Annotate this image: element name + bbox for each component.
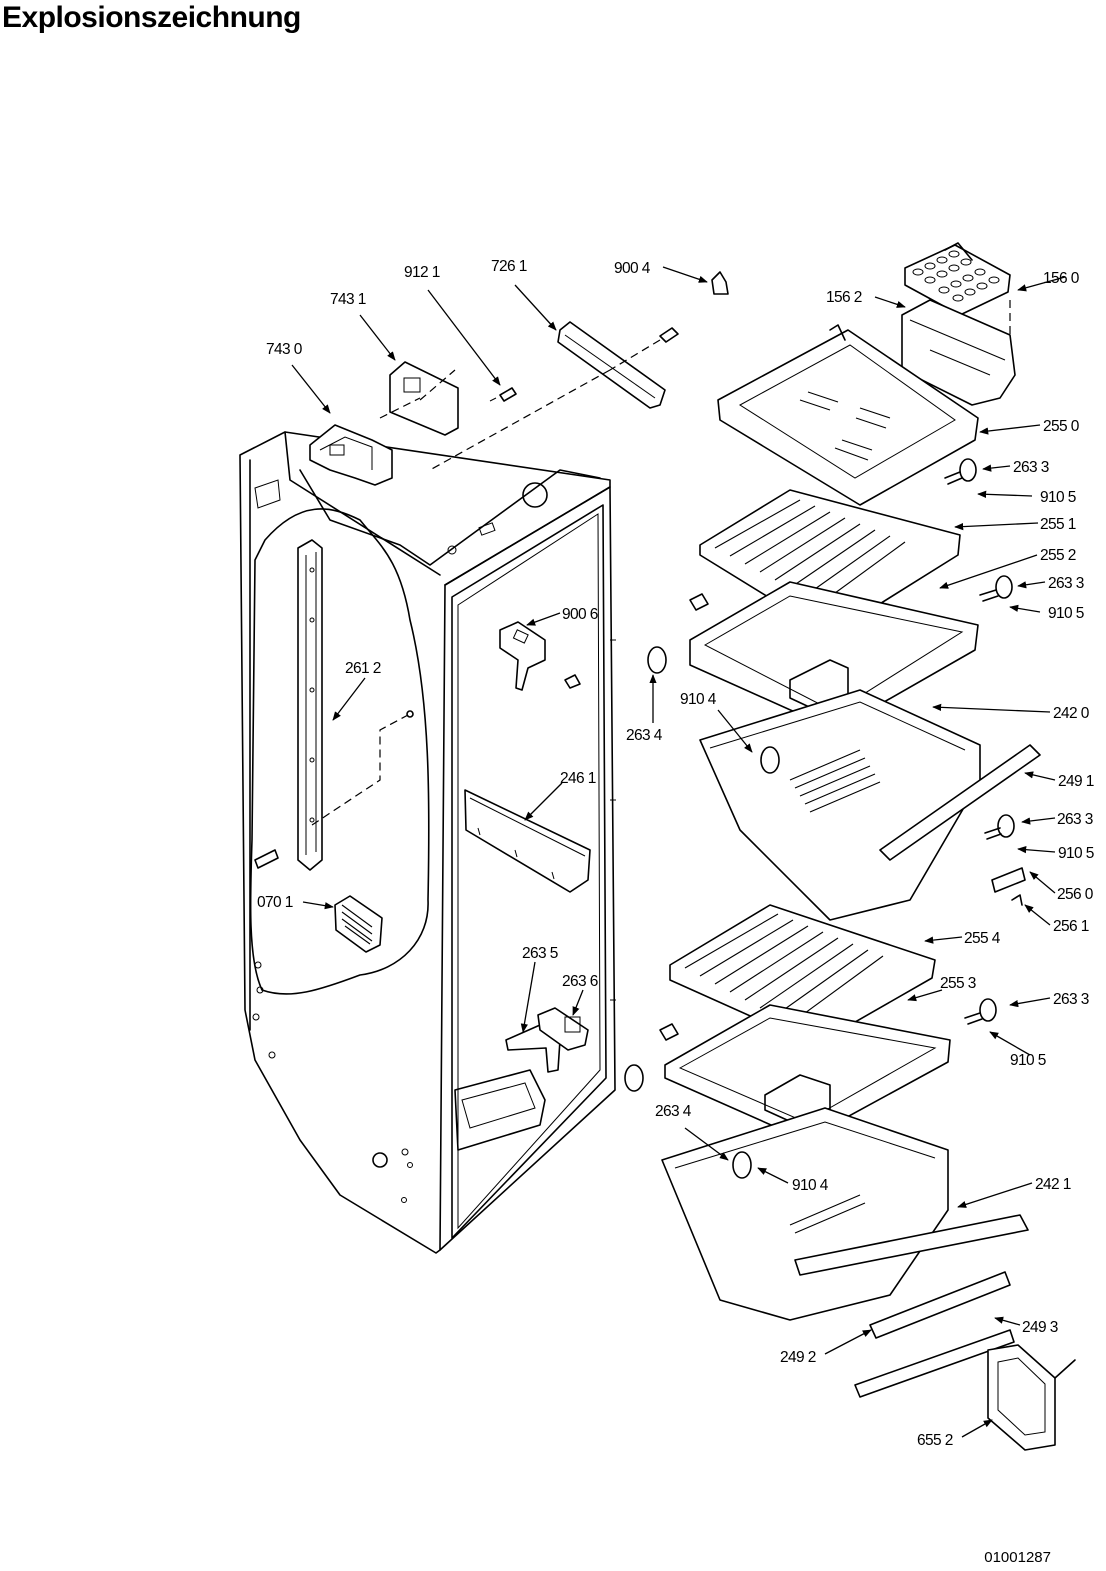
part-263-3-roller-b <box>995 575 1013 599</box>
callout-labels: 726 1 900 4 912 1 743 1 743 0 156 0 156 … <box>257 258 1094 1449</box>
label-900-4: 900 4 <box>614 260 651 277</box>
part-255-4-wire-shelf <box>669 904 936 1046</box>
label-156-2: 156 2 <box>826 289 862 306</box>
label-726-1: 726 1 <box>491 258 527 275</box>
part-263-4-roller-b <box>624 1064 644 1092</box>
part-910-5-screw-c <box>984 827 1002 840</box>
label-910-5-b: 910 5 <box>1048 605 1084 622</box>
label-255-3: 255 3 <box>940 975 976 992</box>
label-263-5: 263 5 <box>522 945 558 962</box>
part-246-1-guide <box>464 789 591 893</box>
part-249-2-rail <box>854 1329 1015 1398</box>
page-title: Explosionszeichnung <box>2 1 301 34</box>
label-156-0: 156 0 <box>1043 270 1080 287</box>
label-249-3: 249 3 <box>1022 1319 1058 1336</box>
part-070-1-vent-grille <box>334 895 383 953</box>
screw-top-b <box>659 1023 679 1041</box>
label-246-1: 246 1 <box>560 770 596 787</box>
part-910-5-screw-b <box>979 589 999 602</box>
label-655-2: 655 2 <box>917 1432 953 1449</box>
part-249-1-drawer-rail <box>879 744 1041 861</box>
label-263-3-d: 263 3 <box>1053 991 1089 1008</box>
label-910-5-c: 910 5 <box>1058 845 1094 862</box>
part-743-1-cover <box>379 361 459 436</box>
upper-rail-242-1 <box>794 1214 1029 1276</box>
part-156-0-egg-tray <box>904 242 1011 316</box>
part-242-0-crisper-drawer <box>699 689 981 921</box>
part-910-5-screw-d <box>964 1012 983 1025</box>
label-263-4-a: 263 4 <box>626 727 663 744</box>
label-263-3-c: 263 3 <box>1057 811 1093 828</box>
label-910-4-a: 910 4 <box>680 691 717 708</box>
label-263-3-a: 263 3 <box>1013 459 1049 476</box>
part-912-1-screw <box>489 387 517 402</box>
label-743-1: 743 1 <box>330 291 366 308</box>
label-743-0: 743 0 <box>266 341 303 358</box>
label-255-0: 255 0 <box>1043 418 1080 435</box>
part-256-1-clip <box>1011 894 1023 906</box>
label-900-6: 900 6 <box>562 606 598 623</box>
label-255-1: 255 1 <box>1040 516 1076 533</box>
label-910-5-d: 910 5 <box>1010 1052 1046 1069</box>
label-256-0: 256 0 <box>1057 886 1094 903</box>
label-242-1: 242 1 <box>1035 1176 1071 1193</box>
part-263-5-263-6-brackets <box>505 1007 589 1073</box>
part-256-0-slide <box>991 867 1026 893</box>
screw-top-a <box>689 593 709 611</box>
document-number: 01001287 <box>984 1549 1051 1566</box>
label-912-1: 912 1 <box>404 264 440 281</box>
label-255-2: 255 2 <box>1040 547 1076 564</box>
part-249-3-rail <box>869 1271 1011 1339</box>
label-070-1: 070 1 <box>257 894 293 911</box>
part-743-0-control-housing <box>309 424 393 486</box>
label-263-6: 263 6 <box>562 973 598 990</box>
label-249-1: 249 1 <box>1058 773 1094 790</box>
cabinet-liner <box>239 431 616 1254</box>
part-263-4-roller-a <box>647 646 667 674</box>
label-255-4: 255 4 <box>964 930 1001 947</box>
part-726-1-top-bracket <box>429 321 679 471</box>
part-263-3-roller-a <box>944 458 977 485</box>
part-900-4-clip <box>711 271 729 295</box>
part-900-6-bracket <box>499 621 581 691</box>
part-255-0-glass-shelf <box>717 324 979 506</box>
label-263-3-b: 263 3 <box>1048 575 1084 592</box>
part-255-1-wire-shelf <box>699 489 961 636</box>
part-655-2-cover-panel <box>987 1344 1076 1451</box>
part-242-1-crisper-drawer <box>661 1107 949 1321</box>
label-261-2: 261 2 <box>345 660 381 677</box>
label-256-1: 256 1 <box>1053 918 1089 935</box>
leader-lines <box>291 266 1066 1438</box>
label-249-2: 249 2 <box>780 1349 816 1366</box>
label-242-0: 242 0 <box>1053 705 1090 722</box>
part-263-3-roller-c <box>997 814 1015 838</box>
label-910-5-a: 910 5 <box>1040 489 1076 506</box>
label-910-4-b: 910 4 <box>792 1177 829 1194</box>
part-261-2-shelf-rail <box>254 539 414 871</box>
label-263-4-b: 263 4 <box>655 1103 692 1120</box>
part-263-3-roller-d <box>979 998 997 1022</box>
